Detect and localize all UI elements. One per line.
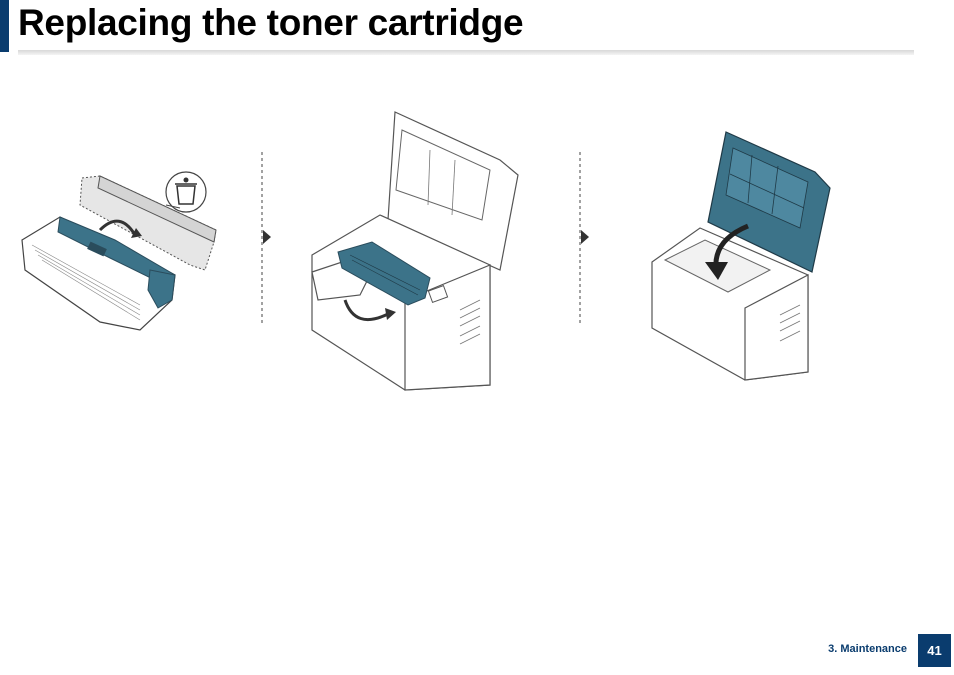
insert-cartridge-illustration — [312, 112, 518, 390]
footer-section-label: 3. Maintenance — [828, 643, 907, 655]
trash-bin-icon — [166, 172, 206, 212]
title-underline — [18, 50, 914, 55]
cartridge-unwrap-illustration — [22, 172, 216, 330]
instruction-figure — [0, 100, 954, 400]
step-arrow-icon — [581, 230, 589, 244]
page-title: Replacing the toner cartridge — [18, 0, 523, 46]
step-arrow-icon — [263, 230, 271, 244]
page-number: 41 — [918, 634, 951, 667]
title-accent-bar — [0, 0, 9, 52]
close-cover-illustration — [652, 132, 830, 380]
